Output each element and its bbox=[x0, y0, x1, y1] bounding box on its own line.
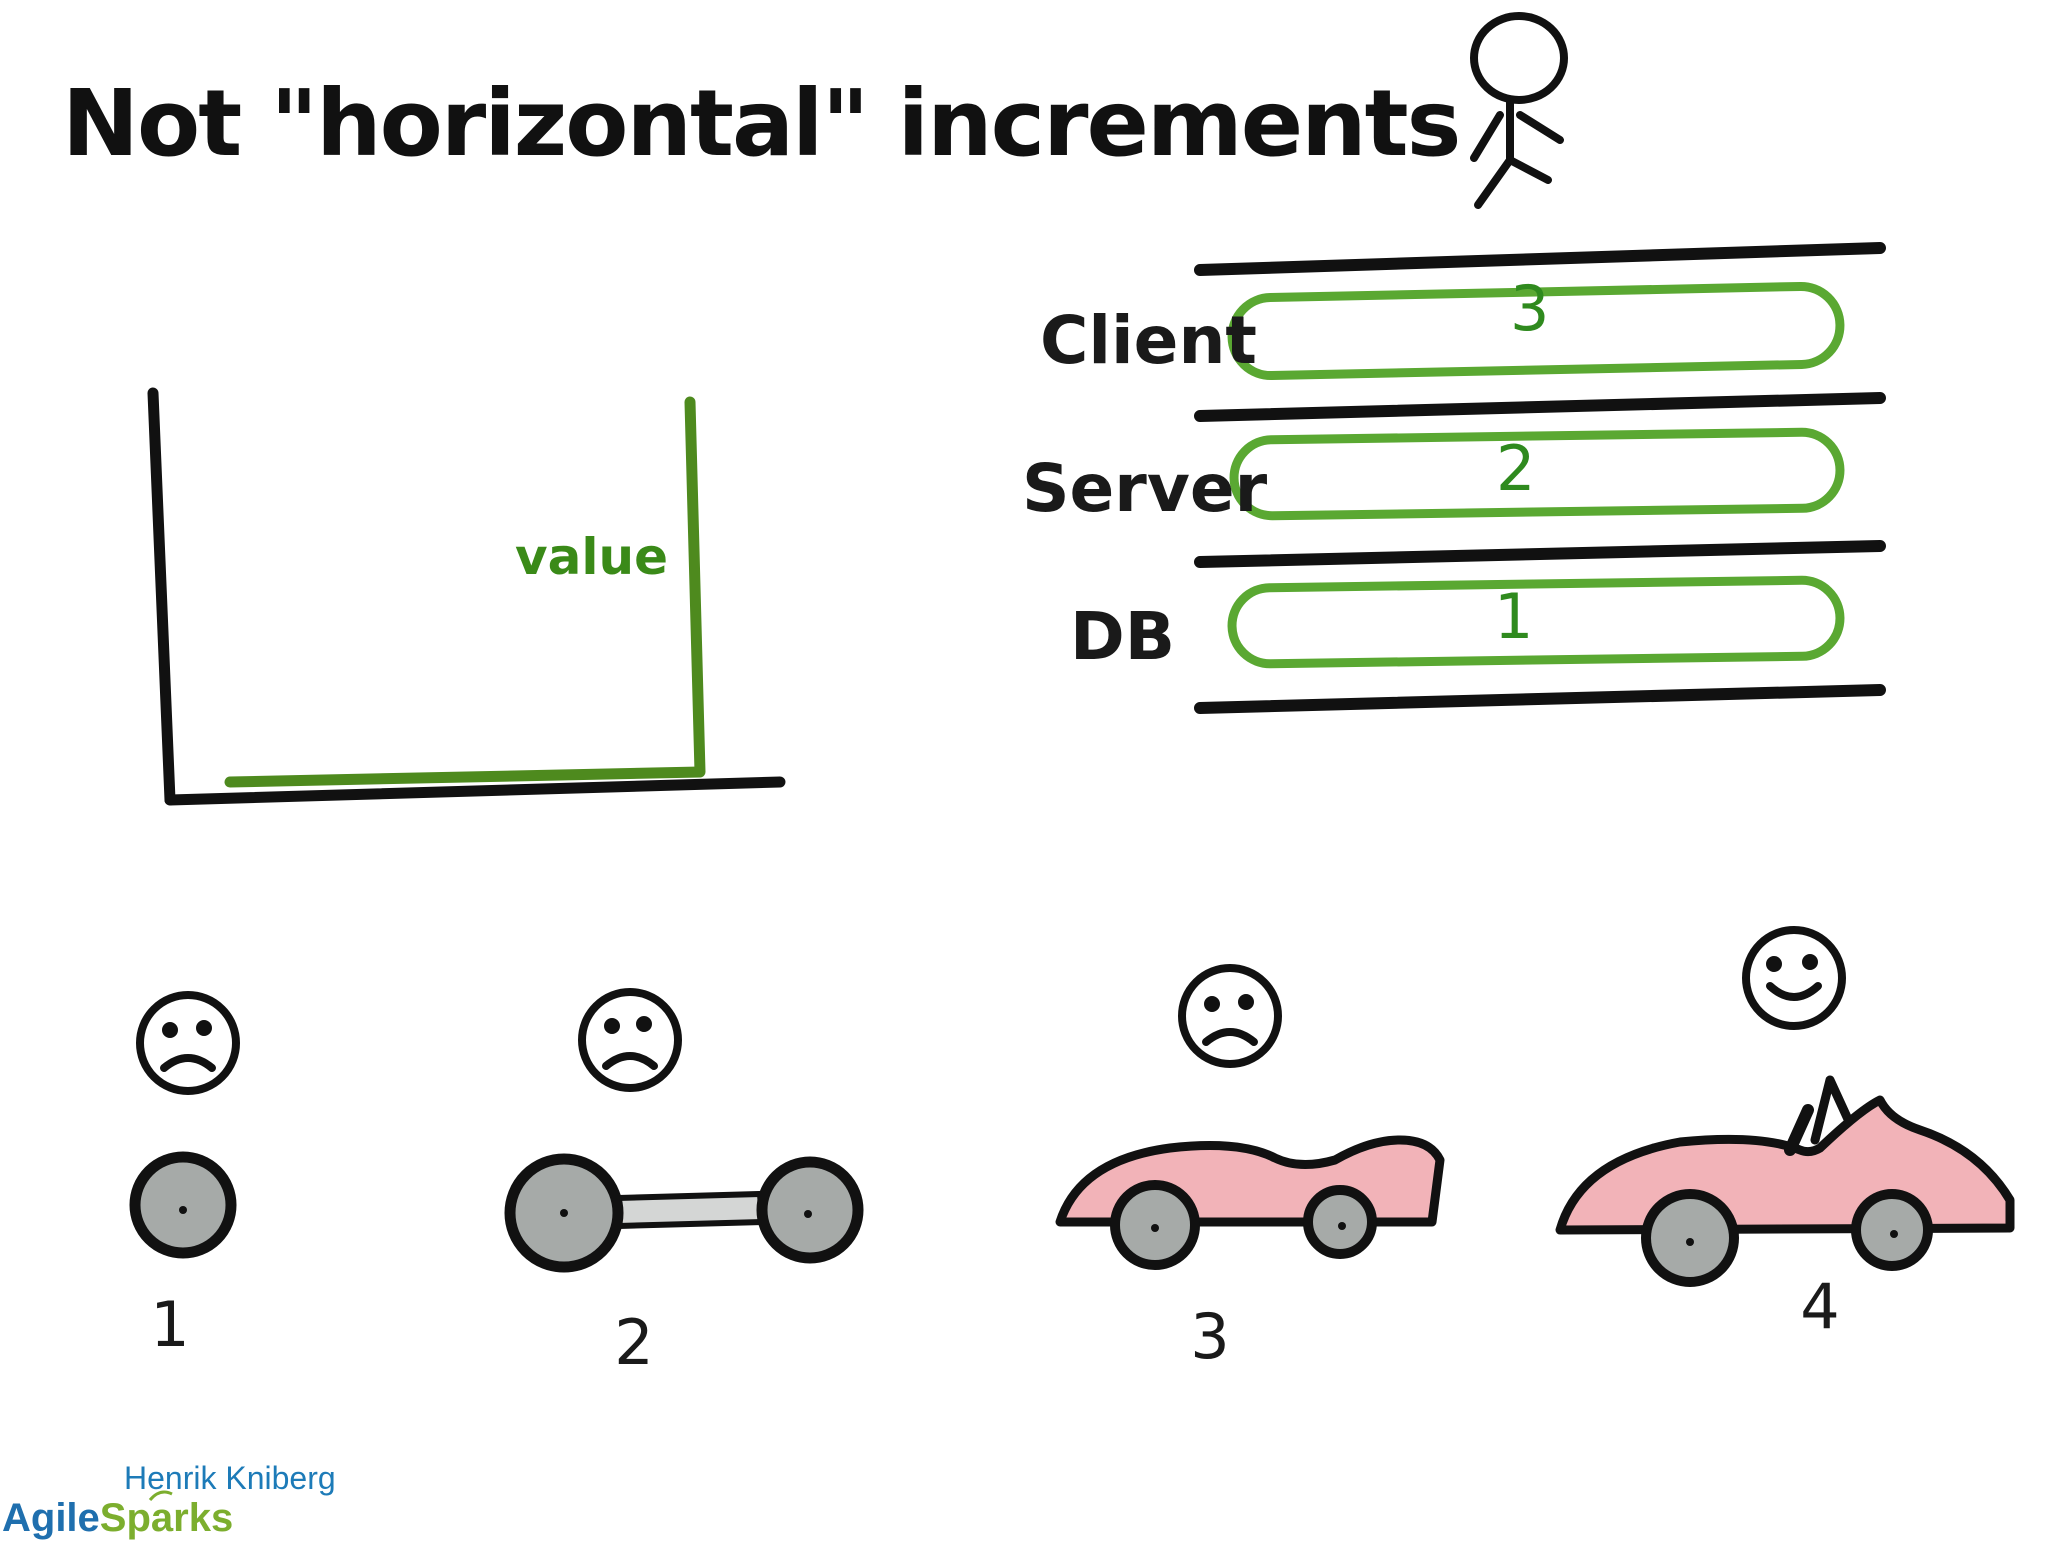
company-logo: AgileSparks bbox=[2, 1496, 233, 1541]
stick-figure-icon bbox=[1470, 12, 1568, 209]
happy-face-icon bbox=[1742, 926, 1846, 1030]
wheel-icon bbox=[1641, 1189, 1739, 1287]
layer-ring-client bbox=[1227, 281, 1845, 381]
layer-stack bbox=[1194, 242, 1886, 714]
steering-wheel-icon bbox=[1784, 1104, 1814, 1156]
wheel-icon bbox=[756, 1156, 864, 1264]
sad-face-icon bbox=[136, 991, 240, 1095]
page-title: Not "horizontal" increments bbox=[62, 70, 1461, 177]
layer-number-db: 1 bbox=[1494, 580, 1534, 653]
logo-swoosh-icon bbox=[148, 1490, 173, 1501]
sad-face-icon bbox=[1178, 964, 1282, 1068]
layer-divider bbox=[1194, 684, 1886, 714]
wheel-icon bbox=[504, 1153, 624, 1273]
step-number-2: 2 bbox=[614, 1306, 654, 1379]
logo-part-sparks: Sparks bbox=[99, 1496, 234, 1540]
value-chart bbox=[147, 387, 786, 806]
step-number-1: 1 bbox=[150, 1288, 190, 1361]
author-name: Henrik Kniberg bbox=[124, 1460, 336, 1496]
layer-label-client: Client bbox=[1040, 302, 1257, 379]
logo-part-agile: Agile bbox=[2, 1496, 100, 1540]
layer-label-server: Server bbox=[1022, 450, 1268, 527]
wheel-icon bbox=[1110, 1180, 1200, 1270]
car-icon bbox=[1555, 1075, 2015, 1287]
step-1-drawing bbox=[129, 991, 240, 1259]
layer-divider bbox=[1194, 392, 1886, 422]
wheel-icon bbox=[1851, 1189, 1933, 1271]
layer-ring-server bbox=[1229, 427, 1845, 521]
layer-label-db: DB bbox=[1070, 598, 1176, 675]
layer-number-server: 2 bbox=[1496, 432, 1536, 505]
step-2-drawing bbox=[504, 988, 864, 1273]
wheel-icon bbox=[1303, 1185, 1377, 1259]
value-line bbox=[224, 396, 706, 788]
axle-icon bbox=[504, 1153, 864, 1273]
value-label: value bbox=[515, 528, 668, 586]
layer-divider bbox=[1194, 540, 1886, 568]
chart-y-axis bbox=[147, 387, 176, 806]
step-4-drawing bbox=[1555, 926, 2015, 1287]
layer-number-client: 3 bbox=[1510, 272, 1550, 345]
sad-face-icon bbox=[578, 988, 682, 1092]
step-3-drawing bbox=[1055, 964, 1445, 1270]
step-number-3: 3 bbox=[1190, 1300, 1230, 1373]
layer-divider bbox=[1194, 242, 1886, 276]
wheel-icon bbox=[129, 1151, 237, 1259]
layer-ring-db bbox=[1227, 575, 1845, 669]
car-icon bbox=[1055, 1135, 1445, 1270]
chart-x-axis bbox=[164, 776, 786, 806]
step-number-4: 4 bbox=[1800, 1270, 1840, 1343]
